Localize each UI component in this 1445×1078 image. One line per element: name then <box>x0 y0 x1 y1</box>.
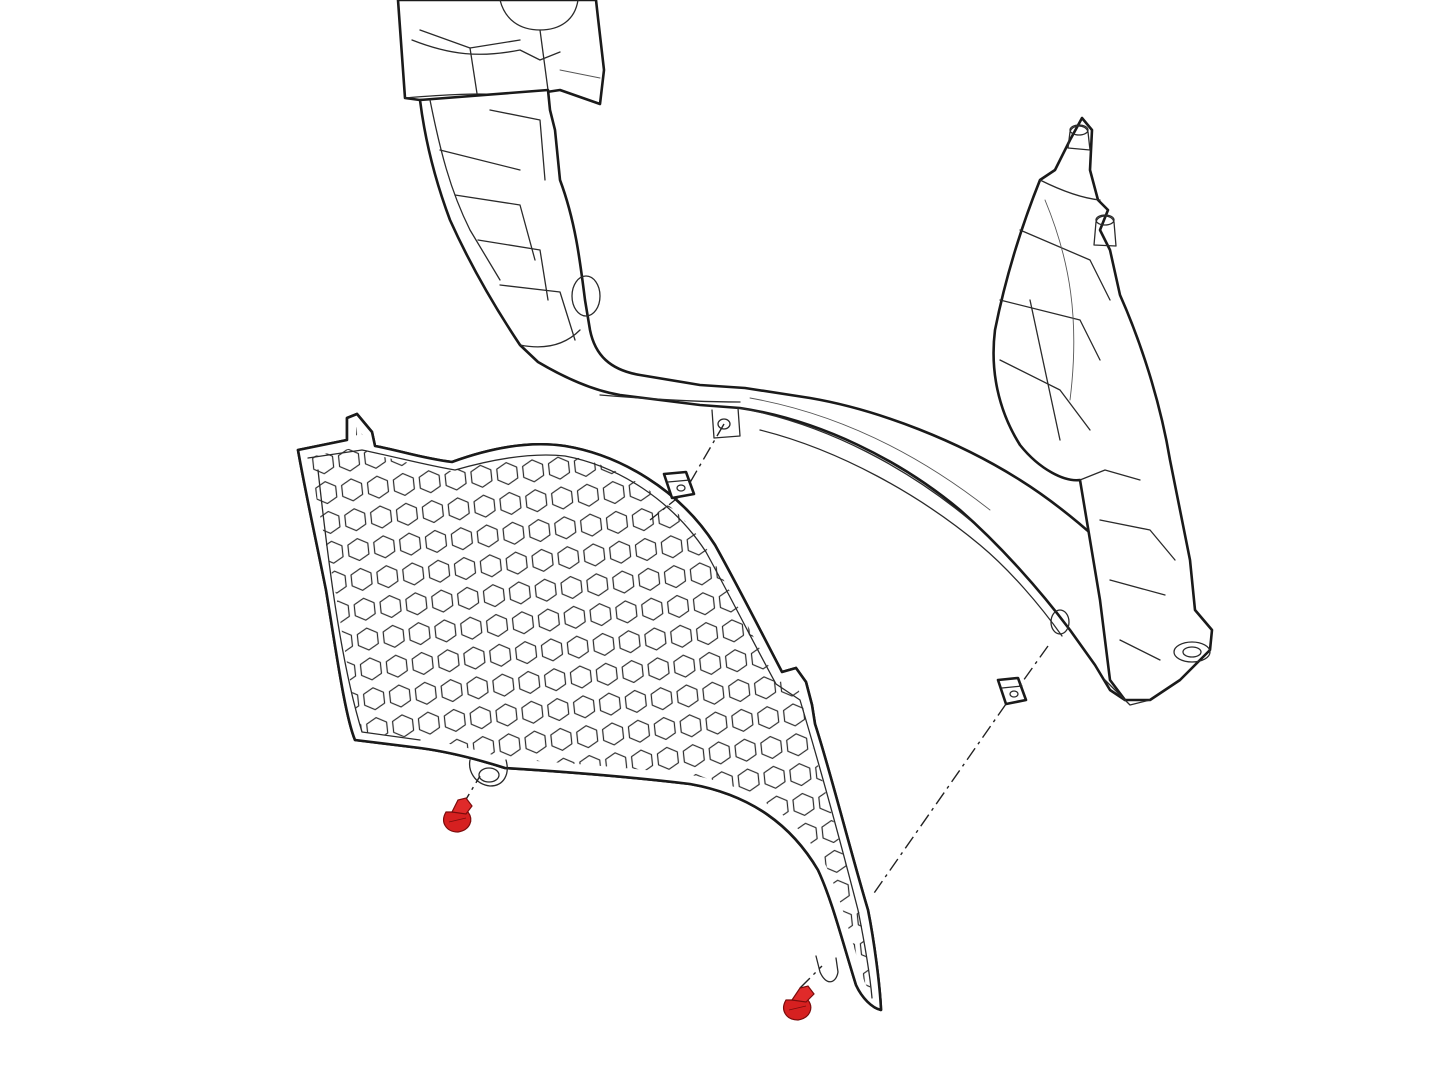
radiator-guard-grille <box>296 412 883 1012</box>
mounting-bracket-frame <box>396 0 1214 706</box>
bottom-screw <box>783 985 815 1021</box>
upper-speed-nut-clip <box>662 470 696 500</box>
upper-alignment-line <box>687 423 725 487</box>
lower-speed-nut-clip <box>996 676 1028 706</box>
lower-alignment-line <box>1017 645 1049 689</box>
honeycomb-mesh <box>298 414 881 1010</box>
left-screw <box>443 797 473 833</box>
